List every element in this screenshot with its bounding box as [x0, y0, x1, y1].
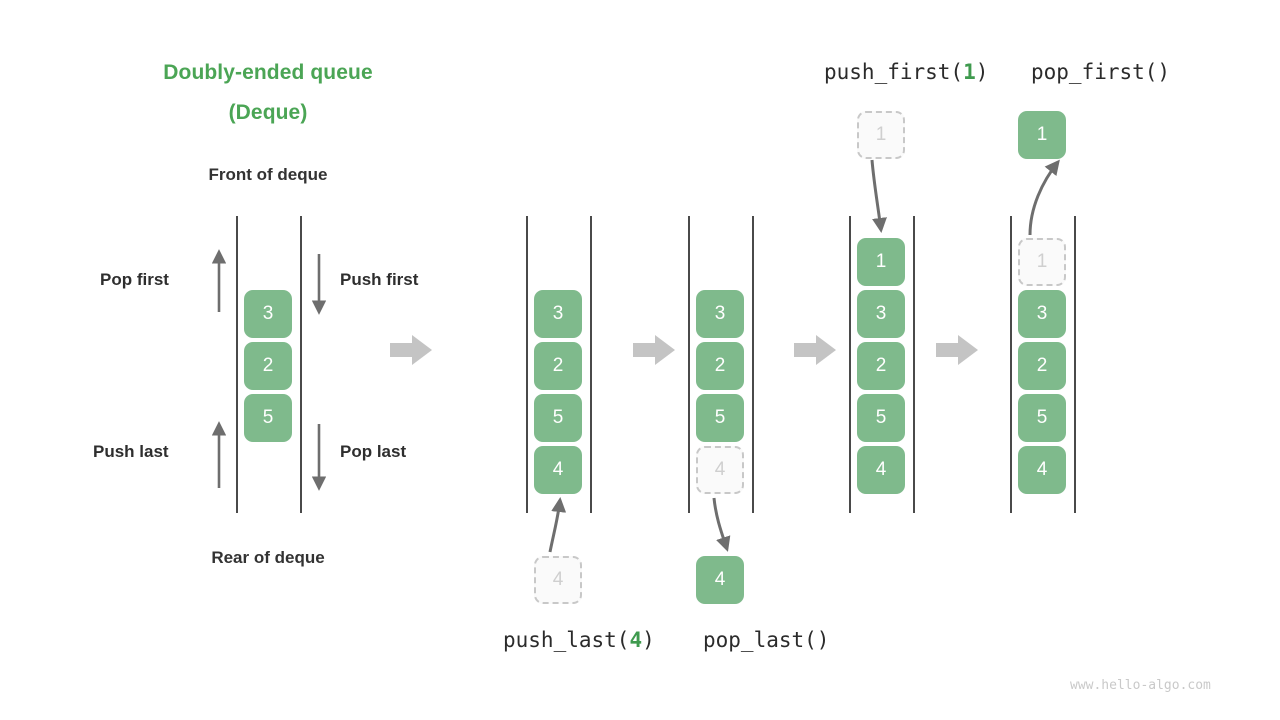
external-cell: 1: [1018, 111, 1066, 159]
rear-of-deque-label: Rear of deque: [211, 548, 325, 567]
deque-cell: 3: [534, 290, 582, 338]
front-of-deque-label: Front of deque: [208, 165, 328, 184]
deque-rail-left: [688, 216, 690, 513]
deque-rail-right: [1074, 216, 1076, 513]
deque-rail-right: [590, 216, 592, 513]
op-label-push-first: Push first: [340, 270, 419, 289]
caption-pop-first: pop_first(): [1031, 60, 1170, 84]
deque-cell: 1: [857, 238, 905, 286]
deque-cell: 5: [534, 394, 582, 442]
deque-cell: 4: [857, 446, 905, 494]
external-cell: 1: [857, 111, 905, 159]
deque-cell: 5: [1018, 394, 1066, 442]
caption-push-last-name: push_last(: [503, 628, 630, 652]
deque-cell: 5: [244, 394, 292, 442]
caption-push-first: push_first(1): [824, 60, 988, 84]
external-cell: 4: [696, 556, 744, 604]
caption-pop-last-name: pop_last(): [703, 628, 830, 652]
curved-arrow-push-first: [870, 159, 887, 233]
deque-rail-left: [1010, 216, 1012, 513]
deque-cell: 4: [696, 446, 744, 494]
deque-cell: 1: [1018, 238, 1066, 286]
deque-rail-right: [913, 216, 915, 513]
caption-push-last: push_last(4): [503, 628, 655, 652]
deque-cell: 3: [696, 290, 744, 338]
caption-pop-last: pop_last(): [703, 628, 829, 652]
deque-cell: 3: [857, 290, 905, 338]
caption-push-first-close: ): [975, 60, 989, 84]
caption-push-last-close: ): [642, 628, 655, 652]
deque-cell: 2: [534, 342, 582, 390]
curved-arrow-pop-first: [1028, 159, 1060, 236]
deque-cell: 2: [244, 342, 292, 390]
curved-arrow-pop-last: [712, 497, 731, 552]
deque-cell: 3: [244, 290, 292, 338]
deque-rail-left: [526, 216, 528, 513]
op-label-pop-first: Pop first: [100, 270, 169, 289]
flow-arrow: [633, 335, 675, 365]
watermark: www.hello-algo.com: [1070, 678, 1211, 693]
op-label-pop-last: Pop last: [340, 442, 407, 461]
caption-push-last-arg: 4: [629, 628, 643, 652]
deque-cell: 4: [1018, 446, 1066, 494]
deque-cell: 2: [1018, 342, 1066, 390]
deque-cell: 2: [696, 342, 744, 390]
flow-arrow: [936, 335, 978, 365]
deque-cell: 5: [857, 394, 905, 442]
caption-push-first-name: push_first(: [824, 60, 964, 84]
deque-cell: 5: [696, 394, 744, 442]
flow-arrow: [390, 335, 432, 365]
op-label-push-last: Push last: [93, 442, 169, 461]
curved-arrow-push-last: [548, 497, 567, 553]
flow-arrow: [794, 335, 836, 365]
caption-pop-first-name: pop_first(): [1031, 60, 1171, 84]
page-title-line2: (Deque): [228, 101, 308, 124]
external-cell: 4: [534, 556, 582, 604]
deque-cell: 3: [1018, 290, 1066, 338]
deque-rail-right: [300, 216, 302, 513]
caption-push-first-arg: 1: [963, 60, 976, 84]
deque-rail-left: [236, 216, 238, 513]
deque-cell: 2: [857, 342, 905, 390]
deque-cell: 4: [534, 446, 582, 494]
deque-rail-left: [849, 216, 851, 513]
deque-rail-right: [752, 216, 754, 513]
page-title-line1: Doubly-ended queue: [163, 61, 373, 84]
